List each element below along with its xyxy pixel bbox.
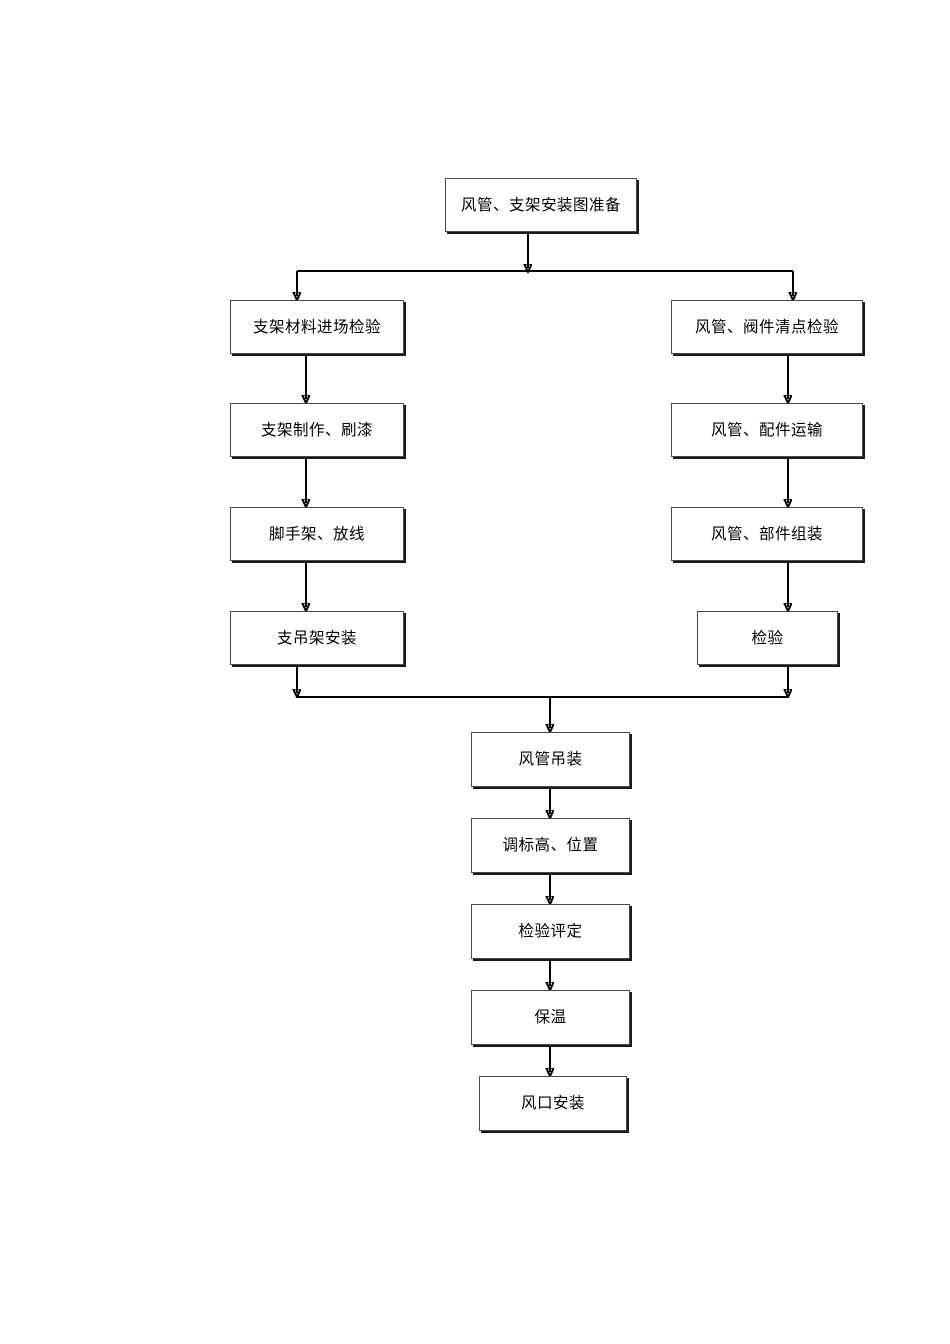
node-left-3-label: 脚手架、放线 xyxy=(268,524,365,543)
node-bottom-5[interactable]: 风口安装 xyxy=(479,1076,627,1131)
node-right-3-label: 风管、部件组装 xyxy=(710,524,823,543)
node-bottom-5-label: 风口安装 xyxy=(520,1094,585,1113)
node-left-2-label: 支架制作、刷漆 xyxy=(260,420,373,439)
node-left-2[interactable]: 支架制作、刷漆 xyxy=(230,403,404,457)
node-right-4[interactable]: 检验 xyxy=(697,611,838,665)
node-start[interactable]: 风管、支架安装图准备 xyxy=(445,178,637,232)
node-bottom-2[interactable]: 调标高、位置 xyxy=(471,818,630,873)
node-bottom-1[interactable]: 风管吊装 xyxy=(471,732,630,787)
node-bottom-1-label: 风管吊装 xyxy=(518,750,583,769)
node-right-2[interactable]: 风管、配件运输 xyxy=(671,403,863,457)
node-right-2-label: 风管、配件运输 xyxy=(710,420,823,439)
node-left-4[interactable]: 支吊架安装 xyxy=(230,611,404,665)
node-bottom-4[interactable]: 保温 xyxy=(471,990,630,1045)
node-bottom-3-label: 检验评定 xyxy=(518,922,583,941)
node-left-1[interactable]: 支架材料进场检验 xyxy=(230,300,404,354)
node-left-3[interactable]: 脚手架、放线 xyxy=(230,507,404,561)
node-left-4-label: 支吊架安装 xyxy=(276,628,357,647)
node-bottom-4-label: 保温 xyxy=(534,1008,567,1027)
node-right-1[interactable]: 风管、阀件清点检验 xyxy=(671,300,863,354)
node-right-1-label: 风管、阀件清点检验 xyxy=(694,317,839,336)
node-start-label: 风管、支架安装图准备 xyxy=(460,195,621,214)
node-right-4-label: 检验 xyxy=(751,628,784,647)
node-left-1-label: 支架材料进场检验 xyxy=(252,317,381,336)
node-right-3[interactable]: 风管、部件组装 xyxy=(671,507,863,561)
node-bottom-2-label: 调标高、位置 xyxy=(502,836,599,855)
node-bottom-3[interactable]: 检验评定 xyxy=(471,904,630,959)
